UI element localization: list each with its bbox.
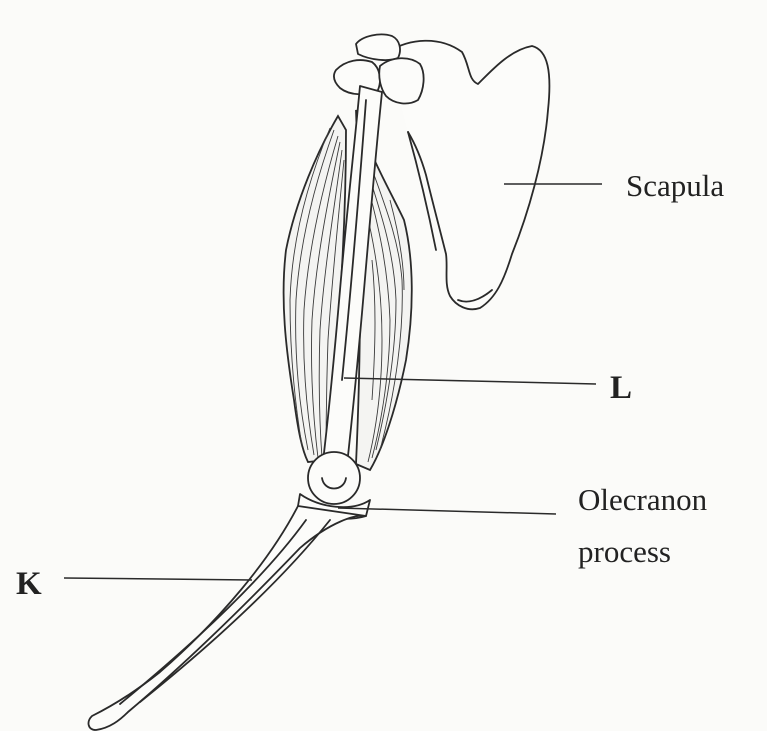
olecranon-label-line1: Olecranon <box>578 482 708 517</box>
olecranon-label-line2: process <box>578 534 671 569</box>
scapula-label: Scapula <box>626 168 724 203</box>
l-label: L <box>610 370 632 406</box>
k-label: K <box>16 566 42 602</box>
forearm-bone <box>89 506 366 730</box>
olecranon-leader <box>338 508 556 514</box>
k-leader <box>64 578 252 580</box>
